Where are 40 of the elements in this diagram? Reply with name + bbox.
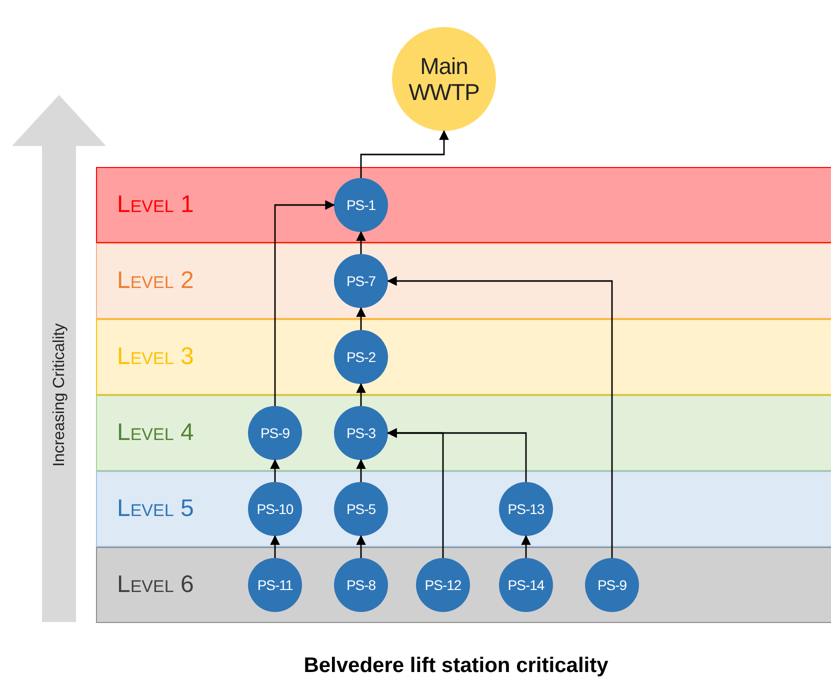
level-band bbox=[96, 547, 831, 623]
axis-label: Increasing Criticality bbox=[51, 323, 69, 467]
level-label: Level 6 bbox=[117, 571, 194, 599]
station-node: PS-12 bbox=[416, 558, 470, 612]
arrow bbox=[270, 459, 280, 482]
station-node: PS-14 bbox=[499, 558, 553, 612]
station-node: PS-5 bbox=[334, 482, 388, 536]
arrow bbox=[274, 200, 335, 406]
arrow bbox=[360, 130, 449, 178]
station-node: PS-7 bbox=[334, 254, 388, 308]
station-node: PS-9 bbox=[248, 406, 302, 460]
arrow bbox=[356, 383, 366, 406]
arrow bbox=[356, 535, 366, 558]
station-node: PS-11 bbox=[248, 558, 302, 612]
level-label: Level 3 bbox=[117, 343, 194, 371]
arrow bbox=[270, 535, 280, 558]
caption: Belvedere lift station criticality bbox=[302, 654, 610, 678]
arrow bbox=[356, 231, 366, 254]
treatment-plant-node: Main WWTP bbox=[392, 27, 496, 131]
level-band bbox=[96, 243, 831, 319]
station-node: PS-1 bbox=[334, 178, 388, 232]
level-label: Level 1 bbox=[117, 191, 194, 219]
level-band bbox=[96, 471, 831, 547]
arrow bbox=[356, 459, 366, 482]
level-label: Level 2 bbox=[117, 267, 194, 295]
station-node: PS-10 bbox=[248, 482, 302, 536]
level-label: Level 5 bbox=[117, 495, 194, 523]
level-band bbox=[96, 319, 831, 395]
station-node: PS-2 bbox=[334, 330, 388, 384]
arrow bbox=[521, 535, 531, 558]
arrow bbox=[387, 428, 527, 482]
arrow bbox=[356, 307, 366, 330]
level-band bbox=[96, 395, 831, 471]
level-label: Level 4 bbox=[117, 419, 194, 447]
station-node: PS-9 bbox=[585, 558, 639, 612]
station-node: PS-8 bbox=[334, 558, 388, 612]
arrow bbox=[387, 276, 613, 558]
level-band bbox=[96, 167, 831, 243]
station-node: PS-3 bbox=[334, 406, 388, 460]
station-node: PS-13 bbox=[499, 482, 553, 536]
